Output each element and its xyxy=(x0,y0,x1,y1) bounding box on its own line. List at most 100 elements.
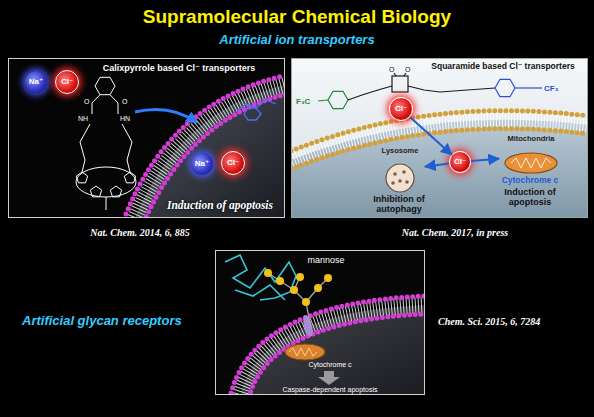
squaramide-structure xyxy=(318,100,328,101)
lipid-bilayer xyxy=(249,314,425,395)
receptor-protein xyxy=(225,255,296,300)
glycan-tree xyxy=(302,298,310,306)
atom-label: O xyxy=(405,66,413,74)
lipid-bilayer xyxy=(231,296,425,395)
organelle-name: Lysosome xyxy=(375,147,425,156)
calixpyrrole-structure xyxy=(95,77,115,94)
glycan-tree xyxy=(324,274,332,282)
mitochondrion-shape xyxy=(505,153,557,173)
atom-label: NH xyxy=(78,115,94,123)
panel: Na⁺Cl⁻Na⁺Cl⁻Calixpyrrole based Cl⁻ trans… xyxy=(8,58,285,218)
ion-circle: Na⁺ xyxy=(191,153,213,175)
lipid-bilayer xyxy=(231,296,425,393)
lysosome-shape xyxy=(393,172,397,176)
membrane-transporter xyxy=(244,108,261,120)
section-heading: Artificial ion transporters xyxy=(0,33,594,48)
lipid-bilayer xyxy=(126,76,285,218)
left-panel-art xyxy=(8,58,285,218)
atom-label: F₃C xyxy=(296,97,318,106)
flow-arrow xyxy=(471,159,499,161)
calixpyrrole-structure xyxy=(76,77,136,210)
squaramide-structure xyxy=(495,79,515,96)
calixpyrrole-structure xyxy=(76,172,87,183)
squaramide-structure xyxy=(408,86,495,92)
squaramide-structure xyxy=(328,91,348,108)
squaramide-structure xyxy=(394,73,396,76)
membrane-transporter xyxy=(236,100,276,120)
ion-symbol: Na⁺ xyxy=(25,71,47,93)
right-panel-art xyxy=(291,58,588,218)
glycan-tree xyxy=(264,269,272,277)
lipid-bilayer xyxy=(291,129,588,169)
glycan-tree xyxy=(264,269,332,306)
organelle: Lysosome xyxy=(375,147,425,193)
outcome-text: Induction of apoptosis xyxy=(157,199,283,212)
receptor-protein xyxy=(225,255,296,300)
calixpyrrole-structure xyxy=(76,167,136,197)
protein-name: Cytochrome c xyxy=(492,176,568,186)
glycan-tree xyxy=(290,286,298,294)
calixpyrrole-structure xyxy=(110,186,121,197)
citation: Nat. Chem. 2017, in press xyxy=(360,227,550,239)
lysosome-shape xyxy=(405,180,409,184)
panel-heading: Squaramide based Cl⁻ transporters xyxy=(420,62,586,72)
ion-symbol: Cl⁻ xyxy=(56,71,78,93)
effect-text: Induction of apoptosis xyxy=(490,187,570,208)
organelle-name: Mitochondria xyxy=(499,135,563,144)
calixpyrrole-structure xyxy=(90,186,101,197)
calixpyrrole-structure xyxy=(110,95,118,114)
bottom-panel-art xyxy=(215,250,425,395)
lysosome-shape xyxy=(386,164,414,192)
receptor-protein xyxy=(235,285,285,300)
atom-label: O xyxy=(389,66,397,74)
atom-label: O xyxy=(84,98,94,106)
effect-text: Inhibition of autophagy xyxy=(362,194,436,215)
atom-label: CF₃ xyxy=(544,84,568,93)
atom-label: HN xyxy=(120,115,136,123)
figure-title: Supramolecular Chemical Biology xyxy=(0,6,594,28)
squaramide-structure xyxy=(515,87,542,88)
flow-arrow xyxy=(425,163,449,166)
ion-circle: Na⁺ xyxy=(25,71,47,93)
ion-circle: Cl⁻ xyxy=(221,151,245,175)
glycan-tree xyxy=(268,273,328,324)
ion-symbol: Cl⁻ xyxy=(390,98,412,120)
ion-symbol: Na⁺ xyxy=(191,153,213,175)
glycan-tree xyxy=(268,273,310,324)
mitochondrion xyxy=(285,344,325,360)
glycan-tree xyxy=(296,273,304,281)
ion-circle: Cl⁻ xyxy=(55,70,79,94)
lipid-bilayer xyxy=(240,305,425,395)
mitochondrion-shape xyxy=(511,158,551,168)
membrane-transporter xyxy=(236,100,276,112)
section-heading: Artificial glycan receptors xyxy=(22,314,212,329)
citation: Chem. Sci. 2015, 6, 7284 xyxy=(438,316,588,328)
bottom-panel-art xyxy=(240,305,425,395)
left-panel-art xyxy=(8,58,285,218)
squaramide-structure xyxy=(318,73,542,109)
sugar-name: mannose xyxy=(301,255,351,265)
ion-symbol: Cl⁻ xyxy=(450,152,470,172)
calixpyrrole-structure xyxy=(122,124,132,172)
calixpyrrole-structure xyxy=(80,124,90,172)
protein-name: Cytochrome c xyxy=(300,361,360,369)
atom-label: O xyxy=(122,98,132,106)
calixpyrrole-structure xyxy=(106,197,107,210)
organelle: Mitochondria xyxy=(499,135,563,177)
panel-heading: Calixpyrrole based Cl⁻ transporters xyxy=(79,63,279,73)
squaramide-structure xyxy=(392,76,408,92)
lysosome-shape xyxy=(391,181,395,185)
ion-circle: Cl⁻ xyxy=(389,97,413,121)
glycan-tree xyxy=(264,269,332,324)
glycan-tree xyxy=(306,278,328,302)
effect-text: Caspase-dependent apoptosis xyxy=(270,386,390,394)
right-panel-art xyxy=(291,58,588,218)
glycan-tree xyxy=(314,284,322,292)
ion-symbol: Cl⁻ xyxy=(222,152,244,174)
transport-arrow xyxy=(135,110,196,122)
lysosome-shape xyxy=(398,179,402,183)
panel: mannose xyxy=(215,250,425,395)
glycan-tree xyxy=(276,277,284,285)
calixpyrrole-structure xyxy=(124,172,135,183)
